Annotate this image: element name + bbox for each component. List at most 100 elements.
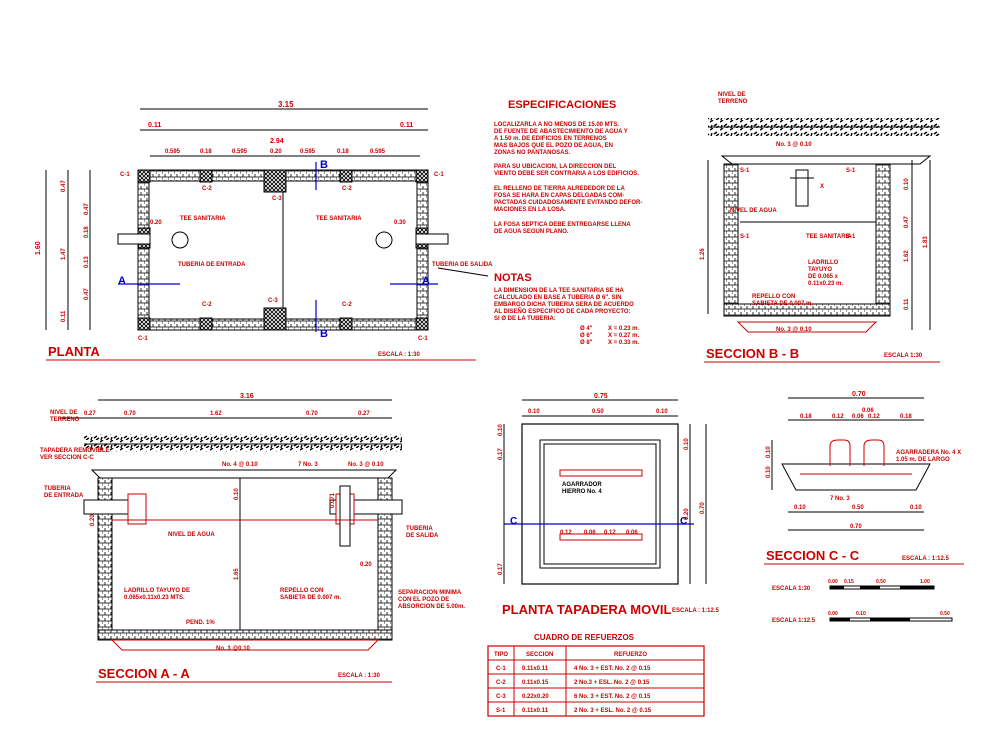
cuadro-r1-c0: C-2 <box>496 680 506 686</box>
nota-row-2-x: X = 0.33 m. <box>608 340 640 346</box>
tap-v6: 0.70 <box>700 502 706 514</box>
bb-s1-a: S-1 <box>740 168 750 174</box>
aa-dim-a: 0.27 <box>84 411 96 417</box>
dim-h-total: 1.60 <box>35 241 42 255</box>
bb-tee: TEE SANITARIA <box>806 234 852 240</box>
cuadro-r3-c0: S-1 <box>496 708 506 714</box>
bb-d4: 1.83 <box>923 236 929 248</box>
lbl-c2-a: C-2 <box>202 186 212 192</box>
specs-title: ESPECIFICACIONES <box>508 99 616 111</box>
aa-ladrillo-1: 0.065x0.11x0.23 MTS. <box>124 595 185 601</box>
aa-title: SECCION A - A <box>98 666 190 681</box>
tap-v1b: 0.10 <box>684 438 690 450</box>
planta-tapadera-view: 0.75 0.10 0.50 0.10 C C AGARRADOR HIERRO… <box>498 393 719 617</box>
escala1-t3: 1.00 <box>920 579 930 585</box>
cc-h2: 0.10 <box>766 466 772 478</box>
aa-tapadera-0: TAPADERA REMOVIBLE <box>40 448 110 454</box>
bb-ladrillo-0: LADRILLO <box>808 260 839 266</box>
cut-b-top: B <box>320 159 328 171</box>
lbl-c1-tr: C-1 <box>434 172 444 178</box>
aa-bottom-rebar: No. 3 @0.10 <box>216 646 251 652</box>
aa-repello-0: REPELLO CON <box>280 588 323 594</box>
bb-s1-d: S-1 <box>846 234 856 240</box>
dim-seg2: 0.18 <box>200 149 212 155</box>
cuadro-r1-c1: 0.11x0.15 <box>522 680 549 686</box>
spec-p1-0: LOCALIZARLA A NO MENOS DE 15.00 MTS. <box>494 122 619 128</box>
tap-agarrador-0: AGARRADOR <box>562 482 602 488</box>
bb-scale: ESCALA 1:30 <box>884 353 923 359</box>
aa-h3: 0.071 <box>330 492 336 508</box>
aa-nivel-terreno-2: TERRENO <box>50 417 80 423</box>
bb-s1-b: S-1 <box>846 168 856 174</box>
tap-v1: 0.10 <box>498 424 504 436</box>
cc-mid: 0.06 <box>862 408 874 414</box>
bb-d3: 1.62 <box>904 250 910 262</box>
cc-bottom: 0.70 <box>850 524 862 530</box>
scale-bars: ESCALA 1:30 0.00 0.15 0.50 1.00 ESCALA 1… <box>772 579 953 624</box>
bb-d1: 0.47 <box>904 216 910 228</box>
lbl-c3-bottom: C-3 <box>268 298 278 304</box>
spec-p1-3: MAS BAJOS QUE EL POZO DE AGUA, EN <box>494 143 613 149</box>
bb-nivel-terreno-1: NIVEL DE <box>718 92 746 98</box>
planta-view: 3.15 0.11 0.11 2.94 0.595 0.18 0.595 0.2… <box>35 100 493 361</box>
aa-nivel-agua: NIVEL DE AGUA <box>168 532 215 538</box>
escala2-t2: 0.50 <box>940 611 950 617</box>
bb-s1-c: S-1 <box>740 234 750 240</box>
seccion-cc-view: 0.70 0.06 0.18 0.12 0.06 0.12 0.18 AGARR… <box>764 391 964 565</box>
aa-dim-b: 0.70 <box>124 411 136 417</box>
cc-c: 0.06 <box>852 414 864 420</box>
tap-cut-left: C <box>510 516 517 527</box>
dim-h-c: 0.18 <box>84 226 90 238</box>
cc-agarradera-1: 1.05 m. DE LARGO <box>896 457 950 463</box>
dim-total: 3.15 <box>278 100 294 109</box>
escala2-t0: 0.00 <box>828 611 838 617</box>
nota-p1-1: CALCULADO EN BASE A TUBERIA Ø 6". SIN <box>494 295 622 301</box>
bb-d2: 0.10 <box>904 178 910 190</box>
tap-title: PLANTA TAPADERA MOVIL <box>502 602 672 617</box>
aa-h4: 0.20 <box>90 514 96 526</box>
lbl-pipe-in: TUBERIA DE ENTRADA <box>178 262 246 268</box>
lbl-c2-c: C-2 <box>202 302 212 308</box>
cc-title: SECCION C - C <box>766 548 860 563</box>
escala1-t0: 0.00 <box>828 579 838 585</box>
nota-p1-3: AL DISEÑO ESPECIFICO DE CADA PROYECTO: <box>494 308 631 315</box>
cuadro-h1: SECCION <box>526 652 553 658</box>
escala2-t1: 0.10 <box>856 611 866 617</box>
seccion-bb-view: NIVEL DE TERRENO No. 3 @ 0.10 No. 3 @ 0.… <box>700 92 940 363</box>
bb-title: SECCION B - B <box>706 346 799 361</box>
aa-h2: 1.65 <box>234 568 240 580</box>
nota-row-0-x: X = 0.23 m. <box>608 326 640 332</box>
tap-v3: 0.20 <box>684 508 690 520</box>
bb-nivel-terreno-2: TERRENO <box>718 99 748 105</box>
notas-title: NOTAS <box>494 272 532 284</box>
dim-seg6: 0.18 <box>337 149 349 155</box>
aa-dim-c: 1.62 <box>210 411 222 417</box>
planta-scale: ESCALA : 1:30 <box>378 352 420 358</box>
bb-bottom-rebar: No. 3 @ 0.10 <box>776 327 812 333</box>
aa-dim-d: 0.70 <box>306 411 318 417</box>
cuadro-r0-c2: 4 No. 3 + EST. No. 2 @ 0.15 <box>574 666 651 672</box>
cc-h1: 0.10 <box>766 446 772 458</box>
lbl-c2-b: C-2 <box>342 186 352 192</box>
nota-row-1-d: Ø 6" <box>580 333 593 339</box>
tap-v4: 0.17 <box>498 563 504 575</box>
aa-h1: 0.10 <box>234 488 240 500</box>
aa-dim-e: 0.27 <box>358 411 370 417</box>
spec-p1-2: A 1.50 m. DE EDIFICIOS EN TERRENOS <box>494 136 607 142</box>
cc-scale: ESCALA : 1:12.5 <box>902 556 949 562</box>
bb-top-rebar: No. 3 @ 0.10 <box>776 142 812 148</box>
cuadro-r2-c1: 0.22x0.20 <box>522 694 549 700</box>
spec-p1-4: ZONAS NO PANTANOSAS. <box>494 150 570 156</box>
dim-h-e: 1.47 <box>61 248 67 260</box>
lbl-c1-tl: C-1 <box>120 172 130 178</box>
lbl-c30: 0.30 <box>394 220 406 226</box>
dim-inner: 2.94 <box>270 138 284 145</box>
tap-c: 0.10 <box>656 409 668 415</box>
aa-tapadera-1: VER SECCION C-C <box>40 455 94 461</box>
spec-p3-3: MACIONES EN LA LOSA. <box>494 207 566 213</box>
tap-v2: 0.17 <box>498 448 504 460</box>
cc-bot-b: 0.50 <box>852 505 864 511</box>
lbl-c2-d: C-2 <box>342 302 352 308</box>
cuadro-r3-c2: 2 No. 3 + ESL. No. 2 @ 0.15 <box>574 708 652 714</box>
